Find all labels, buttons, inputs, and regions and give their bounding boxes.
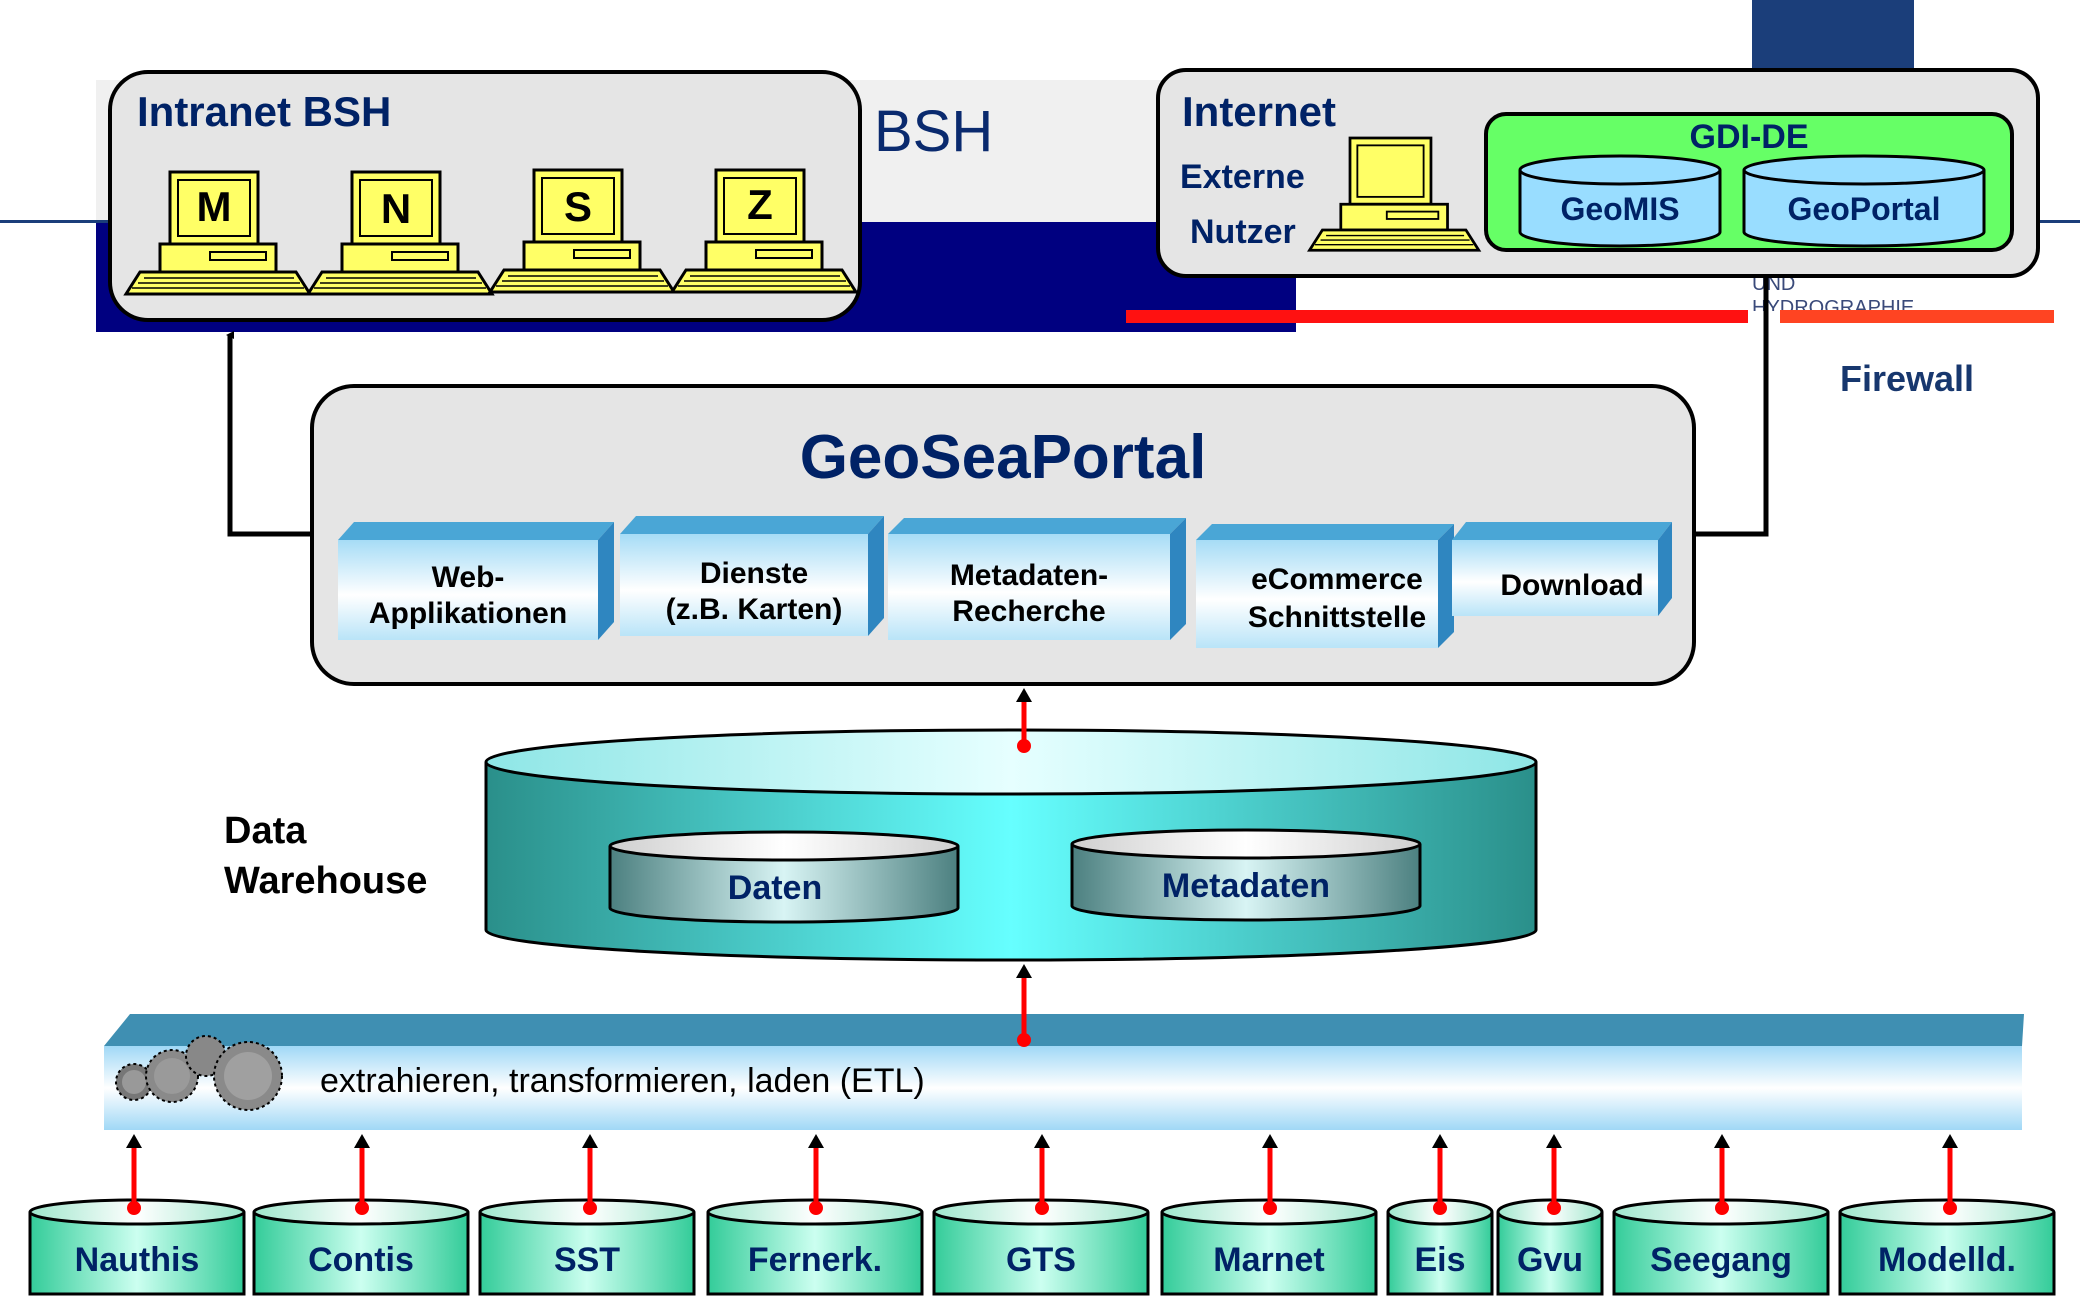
- module-dienste-label-1: Dienste: [699, 557, 809, 590]
- logo-text-hydrographie: HYDROGRAPHIE: [1752, 297, 1915, 311]
- source-label-gts: GTS: [1006, 1241, 1076, 1279]
- terminal-label-n: N: [380, 185, 412, 232]
- geoseaportal-title: GeoSeaPortal: [799, 423, 1207, 492]
- module-ecommerce-label-2: Schnittstelle: [1247, 601, 1427, 634]
- gears-icon: [115, 1035, 283, 1111]
- daten-cylinder: [608, 830, 960, 924]
- module-ecommerce: [1196, 524, 1454, 648]
- module-web-label-2: Applikationen: [368, 597, 568, 630]
- source-gvu-cylinder: [1496, 1198, 1604, 1296]
- etl-bar: [104, 1014, 2024, 1130]
- source-label-eis: Eis: [1414, 1241, 1466, 1279]
- portal-modules: [338, 516, 1672, 648]
- daten-label: Daten: [727, 869, 823, 907]
- module-metadaten-recherche: [888, 518, 1186, 640]
- gdi-cylinders: [1518, 154, 1986, 248]
- warehouse-cylinder: [484, 728, 1538, 962]
- arrow-etl-to-warehouse: [1016, 964, 1032, 1047]
- source-seegang-cylinder: [1612, 1198, 1830, 1296]
- source-label-modelld: Modelld.: [1878, 1241, 2016, 1279]
- etl-label: extrahieren, transformieren, laden (ETL): [320, 1062, 925, 1100]
- gdi-de-title: GDI-DE: [1689, 118, 1809, 156]
- source-label-marnet: Marnet: [1213, 1241, 1325, 1279]
- terminal-label-m: M: [196, 183, 232, 230]
- module-dienste: [620, 516, 884, 636]
- arrow-from-fernerk: [808, 1134, 824, 1215]
- geoportal-cylinder: [1742, 154, 1986, 248]
- external-users-line1: Externe: [1180, 158, 1305, 196]
- intranet-title: Intranet BSH: [137, 88, 392, 135]
- metadaten-label: Metadaten: [1161, 867, 1331, 905]
- source-contis-cylinder: [252, 1198, 470, 1296]
- logo-text-und: UND: [1752, 273, 1796, 295]
- module-ecommerce-label-1: eCommerce: [1251, 563, 1423, 596]
- geoportal-label: GeoPortal: [1787, 191, 1941, 227]
- module-web-label-1: Web-: [431, 561, 505, 594]
- firewall-bar-right: [1780, 310, 2054, 323]
- arrow-from-gts: [1034, 1134, 1050, 1215]
- source-label-fernerk: Fernerk.: [747, 1241, 883, 1279]
- module-metadaten-label-1: Metadaten-: [949, 559, 1109, 592]
- warehouse-label-line1: Data: [224, 810, 307, 852]
- source-label-gvu: Gvu: [1516, 1241, 1584, 1279]
- warehouse-label-line2: Warehouse: [224, 860, 428, 902]
- source-label-nauthis: Nauthis: [74, 1241, 200, 1279]
- arrow-from-sst: [582, 1134, 598, 1215]
- geomis-cylinder: [1518, 154, 1722, 248]
- connector-to-internet: [1695, 266, 1770, 537]
- module-metadaten-label-2: Recherche: [952, 595, 1106, 628]
- module-download: [1452, 522, 1672, 616]
- firewall-bar-left: [1126, 310, 1748, 323]
- terminal-label-s: S: [563, 183, 592, 230]
- arrow-from-gvu: [1546, 1134, 1562, 1215]
- module-download-label: Download: [1500, 569, 1644, 602]
- module-dienste-label-2: (z.B. Karten): [665, 593, 843, 626]
- terminal-label-z: Z: [747, 181, 773, 228]
- arrow-from-contis: [354, 1134, 370, 1215]
- arrow-from-marnet: [1262, 1134, 1278, 1215]
- arrow-warehouse-to-portal: [1016, 688, 1032, 753]
- firewall-label: Firewall: [1840, 358, 1975, 399]
- arrow-from-modelld: [1942, 1134, 1958, 1215]
- source-label-sst: SST: [553, 1241, 621, 1279]
- source-label-seegang: Seegang: [1650, 1241, 1792, 1279]
- module-web-applikationen: [338, 522, 614, 640]
- arrow-from-eis: [1432, 1134, 1448, 1215]
- arrow-from-nauthis: [126, 1134, 142, 1215]
- metadaten-cylinder: [1070, 828, 1422, 922]
- background-rule-right: [2030, 220, 2080, 223]
- external-users-line2: Nutzer: [1190, 213, 1296, 251]
- connector-to-intranet: [226, 331, 310, 537]
- geomis-label: GeoMIS: [1560, 191, 1680, 227]
- background-title-fragment: BSH: [874, 99, 994, 164]
- source-modelld-cylinder: [1838, 1198, 2056, 1296]
- background-rule-left: [0, 220, 110, 223]
- internet-title: Internet: [1182, 88, 1337, 135]
- source-label-contis: Contis: [308, 1241, 414, 1279]
- arrow-from-seegang: [1714, 1134, 1730, 1215]
